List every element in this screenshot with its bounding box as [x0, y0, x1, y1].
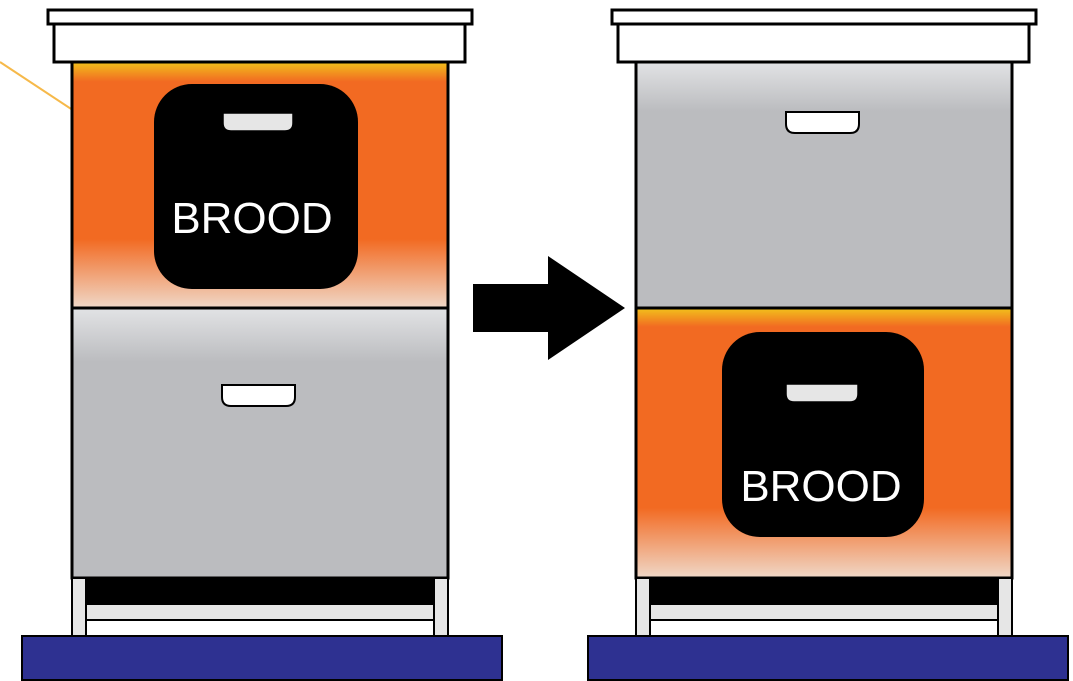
handle-icon: [785, 383, 859, 403]
empty-box-top: [634, 60, 1014, 310]
cover-lip: [610, 8, 1038, 26]
handle-icon: [221, 384, 296, 407]
bottom-board-rail: [85, 603, 435, 621]
right-arrow-icon: [473, 256, 625, 360]
hive-before: BROOD: [21, 8, 503, 681]
bottom-board-leg-left: [635, 577, 651, 637]
hive-stand: [587, 635, 1069, 681]
bottom-board-leg-left: [71, 577, 87, 637]
cover-lip: [46, 8, 474, 26]
brood-tag: [154, 84, 358, 289]
empty-box-bottom: [70, 306, 450, 580]
brood-label: BROOD: [740, 462, 901, 511]
handle-icon: [785, 111, 860, 134]
cover: [52, 22, 467, 64]
bottom-board-leg-right: [997, 577, 1013, 637]
bottom-board-rail: [85, 619, 435, 637]
hive-stand: [21, 635, 503, 681]
brood-tag: [722, 332, 924, 537]
bottom-board-leg-right: [433, 577, 449, 637]
hive-after: BROOD: [587, 8, 1069, 681]
cover: [616, 22, 1031, 64]
brood-label: BROOD: [171, 194, 332, 243]
bottom-board-rail: [649, 603, 999, 621]
bottom-board-gap: [636, 578, 1012, 604]
bottom-board-gap: [72, 578, 448, 604]
handle-icon: [222, 112, 294, 132]
bottom-board-rail: [649, 619, 999, 637]
